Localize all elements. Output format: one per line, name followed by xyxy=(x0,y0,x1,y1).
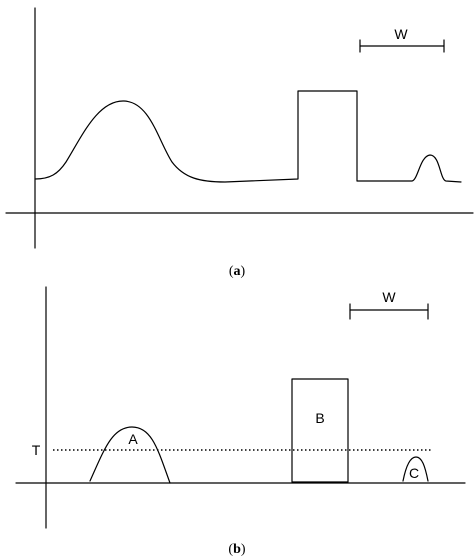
panel-b-caption: (b) xyxy=(228,542,245,557)
panel-a: W (a) xyxy=(5,7,474,279)
region-c-label: C xyxy=(409,465,419,481)
panel-a-caption: (a) xyxy=(229,264,246,279)
region-a-curve xyxy=(89,426,171,484)
panel-a-signal-curve xyxy=(34,90,462,183)
panel-b: T A B C W (b) xyxy=(15,286,466,557)
region-b-rect xyxy=(291,378,349,483)
panel-b-window-bar xyxy=(349,303,429,320)
region-c-curve xyxy=(402,456,429,482)
panel-a-window-label: W xyxy=(394,26,408,42)
threshold-label: T xyxy=(32,442,41,458)
panel-a-window-bar xyxy=(359,39,445,53)
region-a-label: A xyxy=(128,431,138,447)
region-b-label: B xyxy=(315,410,324,426)
panel-b-window-label: W xyxy=(382,289,396,305)
